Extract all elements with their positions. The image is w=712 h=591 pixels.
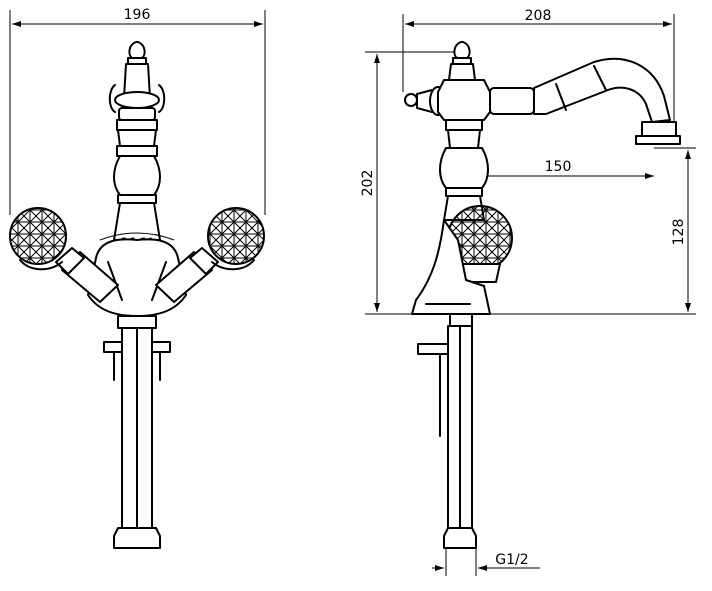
- right-crystal-handle-icon[interactable]: [207, 207, 265, 265]
- side-body: [411, 219, 491, 315]
- dimension-208: 208: [402, 8, 675, 140]
- front-body: [87, 238, 187, 317]
- dimension-128-label: 128: [671, 219, 687, 246]
- dimension-202: 202: [360, 51, 462, 315]
- front-view: 196 116°: [9, 7, 266, 549]
- side-shank: [417, 313, 477, 549]
- side-view: 208 202 150 128: [360, 8, 696, 576]
- front-shank: [103, 315, 171, 549]
- dimension-150-label: 150: [545, 159, 572, 175]
- dimension-128: 128: [490, 147, 696, 315]
- dimension-g12: G1/2: [432, 548, 540, 576]
- dimension-g12-label: G1/2: [495, 552, 528, 568]
- dimension-196-label: 196: [124, 7, 151, 23]
- left-crystal-handle-icon[interactable]: [9, 207, 67, 265]
- dimension-202-label: 202: [360, 170, 376, 197]
- front-finial: [108, 41, 166, 241]
- dimension-196: 196: [9, 7, 266, 215]
- side-column: [437, 79, 491, 221]
- side-finial: [448, 41, 476, 81]
- side-spout: [489, 57, 681, 145]
- front-left-handle: [9, 207, 119, 303]
- dimension-208-label: 208: [525, 8, 552, 24]
- front-right-handle: [155, 207, 265, 303]
- dimension-150: 150: [462, 159, 654, 179]
